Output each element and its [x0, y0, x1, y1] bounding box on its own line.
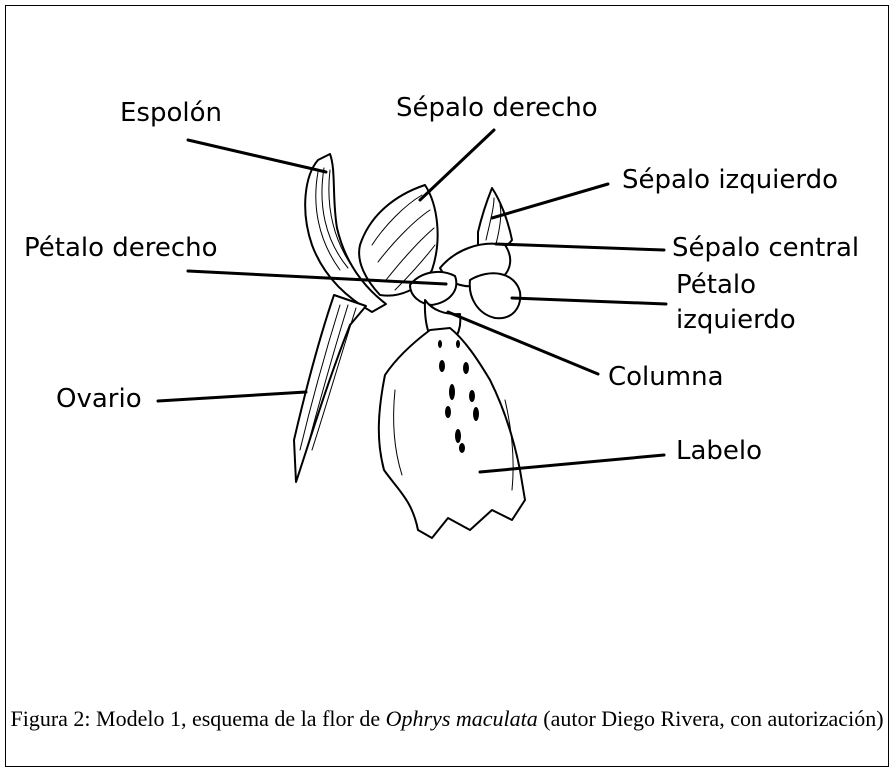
label-espolon: Espolón: [120, 98, 222, 128]
leader-ovario: [158, 392, 306, 401]
label-petalo-derecho: Pétalo derecho: [24, 233, 218, 263]
label-petalo-izquierdo-line1: Pétalo: [676, 270, 756, 300]
ovario-shape: [294, 295, 366, 482]
figure-caption: Figura 2: Modelo 1, esquema de la flor d…: [10, 706, 884, 732]
caption-suffix: (autor Diego Rivera, con autorización): [538, 706, 884, 731]
label-sepalo-derecho: Sépalo derecho: [396, 93, 598, 123]
sepalo-izquierdo-shape: [478, 188, 512, 249]
leader-sepalo-derecho: [420, 130, 494, 200]
leader-petalo-izquierdo: [512, 298, 666, 304]
label-sepalo-central: Sépalo central: [672, 233, 859, 263]
labelo-shape: [379, 328, 525, 538]
label-columna: Columna: [608, 362, 724, 392]
caption-prefix: Figura 2: Modelo 1, esquema de la flor d…: [10, 706, 385, 731]
label-ovario: Ovario: [56, 384, 142, 414]
petalo-izquierdo-shape: [470, 273, 521, 318]
label-sepalo-izquierdo: Sépalo izquierdo: [622, 165, 838, 195]
leader-espolon: [188, 140, 326, 172]
label-petalo-izquierdo-line2: izquierdo: [676, 305, 796, 335]
leader-sepalo-izquierdo: [492, 184, 608, 218]
label-labelo: Labelo: [676, 436, 762, 466]
caption-species: Ophrys maculata: [386, 706, 538, 731]
leader-sepalo-central: [496, 244, 664, 250]
